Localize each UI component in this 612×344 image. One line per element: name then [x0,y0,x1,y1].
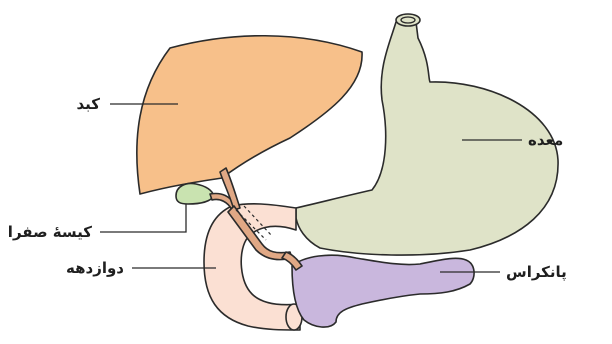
label-liver: کبد [76,95,100,113]
esophagus-opening [396,14,420,26]
label-pancreas: پانکراس [506,263,567,282]
label-stomach: معده [528,131,563,149]
duodenum [204,204,300,330]
leader-gallbladder [100,204,186,232]
gallbladder [176,184,214,205]
liver [137,36,362,194]
label-gallbladder: کیسهٔ صفرا [8,223,92,241]
pancreas [292,255,474,327]
label-duodenum: دوازدهه [66,259,124,277]
